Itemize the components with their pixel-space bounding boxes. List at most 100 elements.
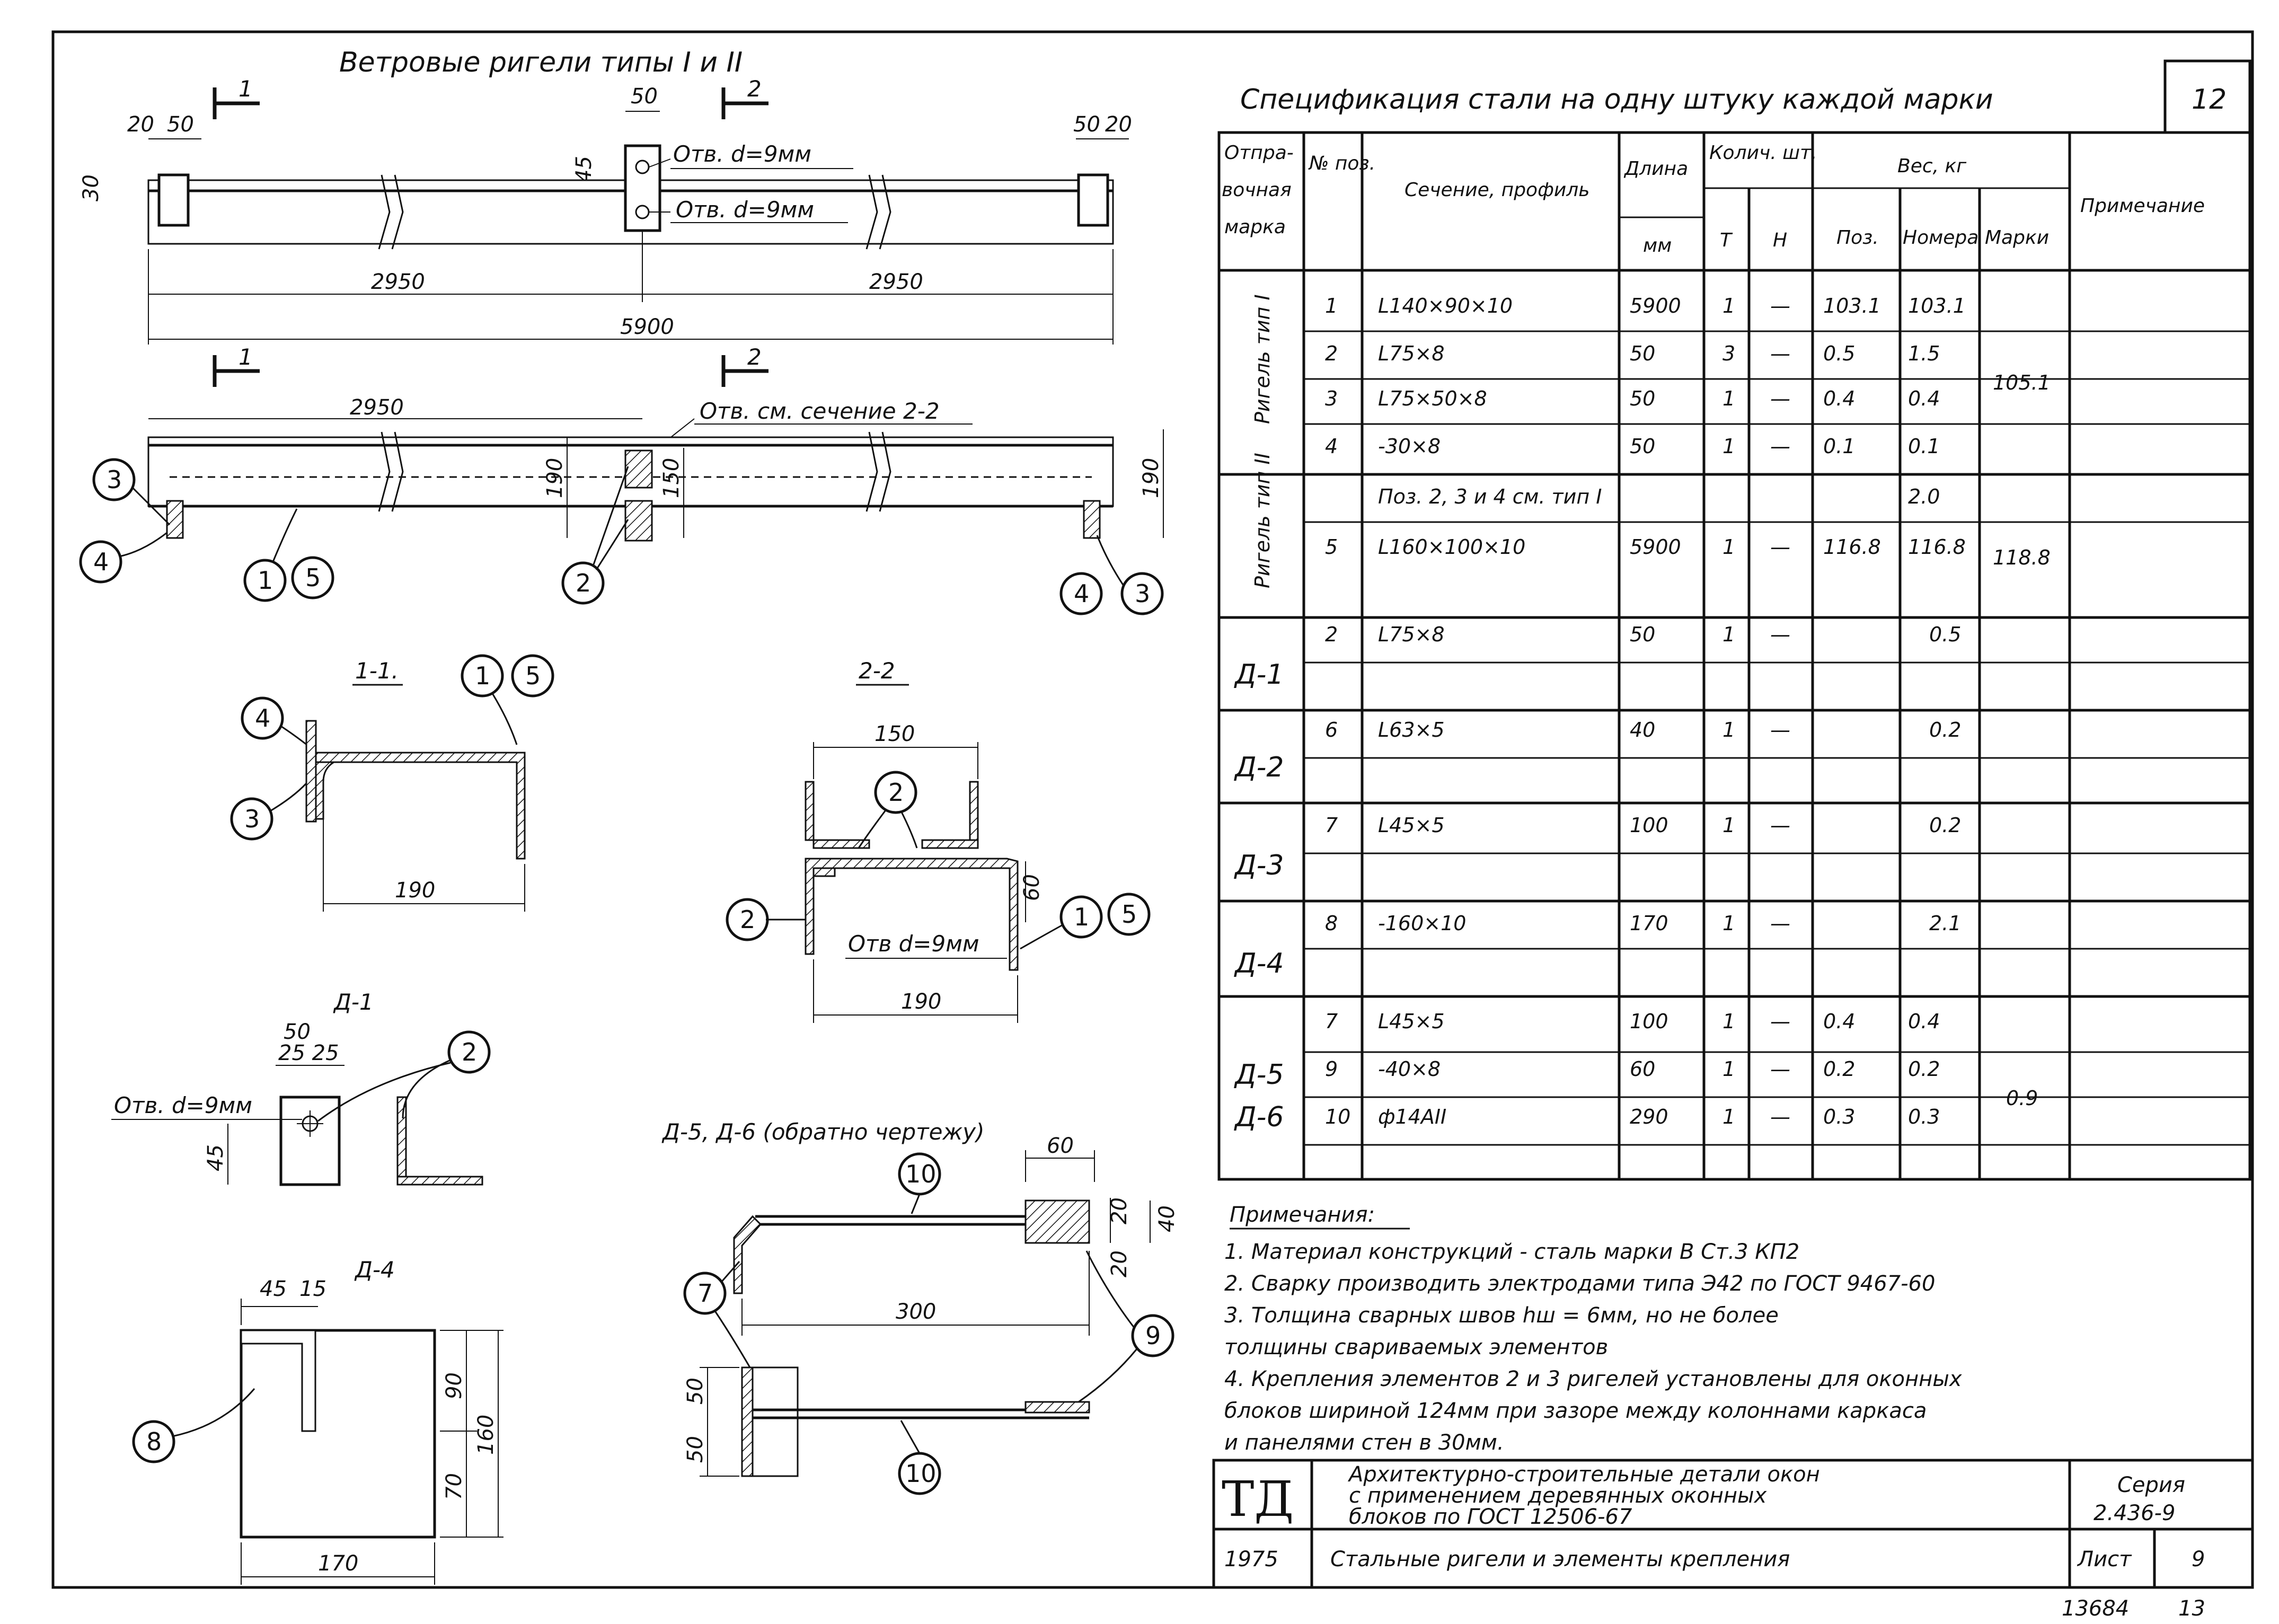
- section-1-1: 1-1. 1 5 4 3 190: [230, 654, 554, 912]
- dim-50-left: 50: [167, 112, 194, 137]
- spec-cell-n-0: —: [1770, 294, 1790, 317]
- dim-190-front-a: 190: [543, 458, 567, 498]
- spec-cell-n-10: —: [1770, 1010, 1790, 1033]
- spec-cell-len-7: 40: [1630, 718, 1655, 742]
- group-mark-d1: Д-1: [1234, 659, 1284, 691]
- spec-cell-t-3: 1: [1722, 435, 1735, 458]
- spec-cell-len-1: 50: [1630, 342, 1655, 365]
- bubble-10-top: 10: [905, 1160, 937, 1188]
- hdr-mark-3: марка: [1224, 216, 1286, 238]
- spec-cell-len-11: 60: [1630, 1057, 1655, 1081]
- spec-cell-section-3: -30×8: [1378, 435, 1441, 458]
- hole-callout-top: Отв. d=9мм: [673, 141, 811, 167]
- dim-vert-30: 30: [79, 174, 103, 201]
- group-total-rigel-1: 105.1: [1993, 371, 2051, 394]
- d56-dim-40: 40: [1155, 1205, 1179, 1232]
- spec-cell-wpos-0: 103.1: [1823, 294, 1881, 317]
- detail-d4: Д-4 45 15 8 90 70 160 170: [132, 1257, 504, 1585]
- dim-vert-45a: 45: [572, 156, 596, 183]
- note-2: 2. Сварку производить электродами типа Э…: [1224, 1272, 1935, 1296]
- hdr-qty: Колич. шт.: [1709, 142, 1817, 164]
- bubble-1-front: 1: [258, 566, 273, 595]
- group-mark-d4: Д-4: [1234, 948, 1284, 979]
- front-bubbles: 3 4 1 5 2 4 3: [79, 458, 1164, 615]
- stamp-list: 9: [2192, 1547, 2205, 1572]
- d4-dim-160: 160: [474, 1415, 498, 1455]
- spec-cell-len-3: 50: [1630, 435, 1655, 458]
- d4-dim-70: 70: [442, 1473, 466, 1500]
- svg-text:2: 2: [747, 76, 762, 102]
- hdr-mark-2: вочная: [1222, 179, 1292, 201]
- spec-cell-wnum-9: 2.1: [1929, 912, 1961, 935]
- spec-cell-len-2: 50: [1630, 387, 1655, 410]
- spec-cell-wnum-11: 0.2: [1908, 1057, 1940, 1081]
- hdr-qty-t: Т: [1720, 230, 1733, 251]
- d1-dim-2525: 25 25: [278, 1041, 339, 1065]
- bubble-2-s22-left: 2: [740, 905, 755, 934]
- footer-number: 13684: [2062, 1596, 2129, 1621]
- spec-cell-pos-1: 2: [1325, 342, 1338, 365]
- notes: Примечания: 1. Материал конструкций - ст…: [1224, 1203, 1962, 1455]
- hdr-w-pos: Поз.: [1836, 227, 1879, 249]
- stamp-desc-3: блоков по ГОСТ 12506-67: [1349, 1505, 1632, 1529]
- group-mark-rigel-2: Ригель тип II: [1251, 453, 1274, 588]
- spec-cell-section-12: ф14АII: [1378, 1105, 1446, 1128]
- stamp-logo: ТД: [1222, 1471, 1294, 1528]
- section-mark-2-mid: 2: [721, 344, 768, 387]
- spec-cell-len-5: 5900: [1630, 535, 1681, 559]
- d4-dim-15: 15: [299, 1277, 326, 1301]
- spec-area: Спецификация стали на одну штуку каждой …: [1217, 59, 2251, 1181]
- d56-dim-60: 60: [1047, 1134, 1074, 1158]
- detail-d1: Д-1 50 25 25 Отв. d=9мм 45 2: [111, 989, 491, 1186]
- spec-cell-wnum-8: 0.2: [1929, 814, 1961, 837]
- svg-text:1: 1: [238, 76, 253, 102]
- d1-dim-50: 50: [284, 1020, 311, 1044]
- spec-cell-n-7: —: [1770, 718, 1790, 742]
- bubble-2-s22-top: 2: [888, 778, 904, 807]
- spec-cell-pos-5: 5: [1325, 535, 1338, 559]
- spec-cell-wnum-6: 0.5: [1929, 623, 1961, 646]
- section-1-1-label: 1-1.: [355, 658, 399, 684]
- spec-cell-wnum-0: 103.1: [1908, 294, 1966, 317]
- spec-cell-wpos-12: 0.3: [1823, 1105, 1855, 1128]
- bubble-3-s11: 3: [244, 805, 260, 833]
- spec-cell-wnum-5: 116.8: [1908, 535, 1966, 559]
- spec-cell-n-2: —: [1770, 387, 1790, 410]
- spec-cell-section-11: -40×8: [1378, 1057, 1441, 1081]
- hdr-section: Сечение, профиль: [1404, 179, 1590, 201]
- d56-dim-20a: 20: [1107, 1197, 1132, 1224]
- spec-cell-t-10: 1: [1722, 1010, 1735, 1033]
- spec-cell-pos-9: 8: [1325, 912, 1338, 935]
- spec-title: Спецификация стали на одну штуку каждой …: [1240, 84, 1993, 116]
- d1-label: Д-1: [333, 989, 374, 1015]
- bubble-2-front: 2: [576, 569, 591, 597]
- bubble-1-s22: 1: [1074, 903, 1089, 931]
- stamp-desc-2: с применением деревянных оконных: [1349, 1484, 1767, 1508]
- bubble-8-d4: 8: [146, 1427, 162, 1456]
- section-mark-1-mid: 1: [213, 344, 260, 387]
- spec-cell-pos-8: 7: [1325, 814, 1338, 837]
- svg-text:1: 1: [238, 344, 253, 370]
- front-view: 2950 Отв. см. сечение 2-2 190 150 1: [147, 395, 1164, 542]
- spec-cell-t-7: 1: [1722, 718, 1735, 742]
- spec-cell-pos-2: 3: [1325, 387, 1338, 410]
- d1-dim-45: 45: [204, 1144, 228, 1171]
- spec-cell-section-0: L140×90×10: [1378, 294, 1513, 317]
- hdr-qty-n: Н: [1773, 230, 1787, 251]
- d4-dim-45: 45: [260, 1277, 287, 1301]
- spec-cell-n-11: —: [1770, 1057, 1790, 1081]
- sheet-frame: [51, 30, 2254, 1589]
- note-1: 1. Материал конструкций - сталь марки В …: [1224, 1240, 1799, 1264]
- spec-cell-section-9: -160×10: [1378, 912, 1466, 935]
- spec-cell-n-8: —: [1770, 814, 1790, 837]
- spec-cell-t-6: 1: [1722, 623, 1735, 646]
- section-mark-1-top: 1: [213, 76, 260, 119]
- plate-right: [1077, 173, 1109, 227]
- spec-cell-section-1: L75×8: [1378, 342, 1445, 365]
- spec-cell-t-5: 1: [1722, 535, 1735, 559]
- spec-cell-section-10: L45×5: [1378, 1010, 1445, 1033]
- detail-d56: Д-5, Д-6 (обратно чертежу) 10 60 20 40 2…: [661, 1119, 1179, 1495]
- spec-cell-section-5: L160×100×10: [1378, 535, 1525, 559]
- plate-left: [157, 173, 190, 227]
